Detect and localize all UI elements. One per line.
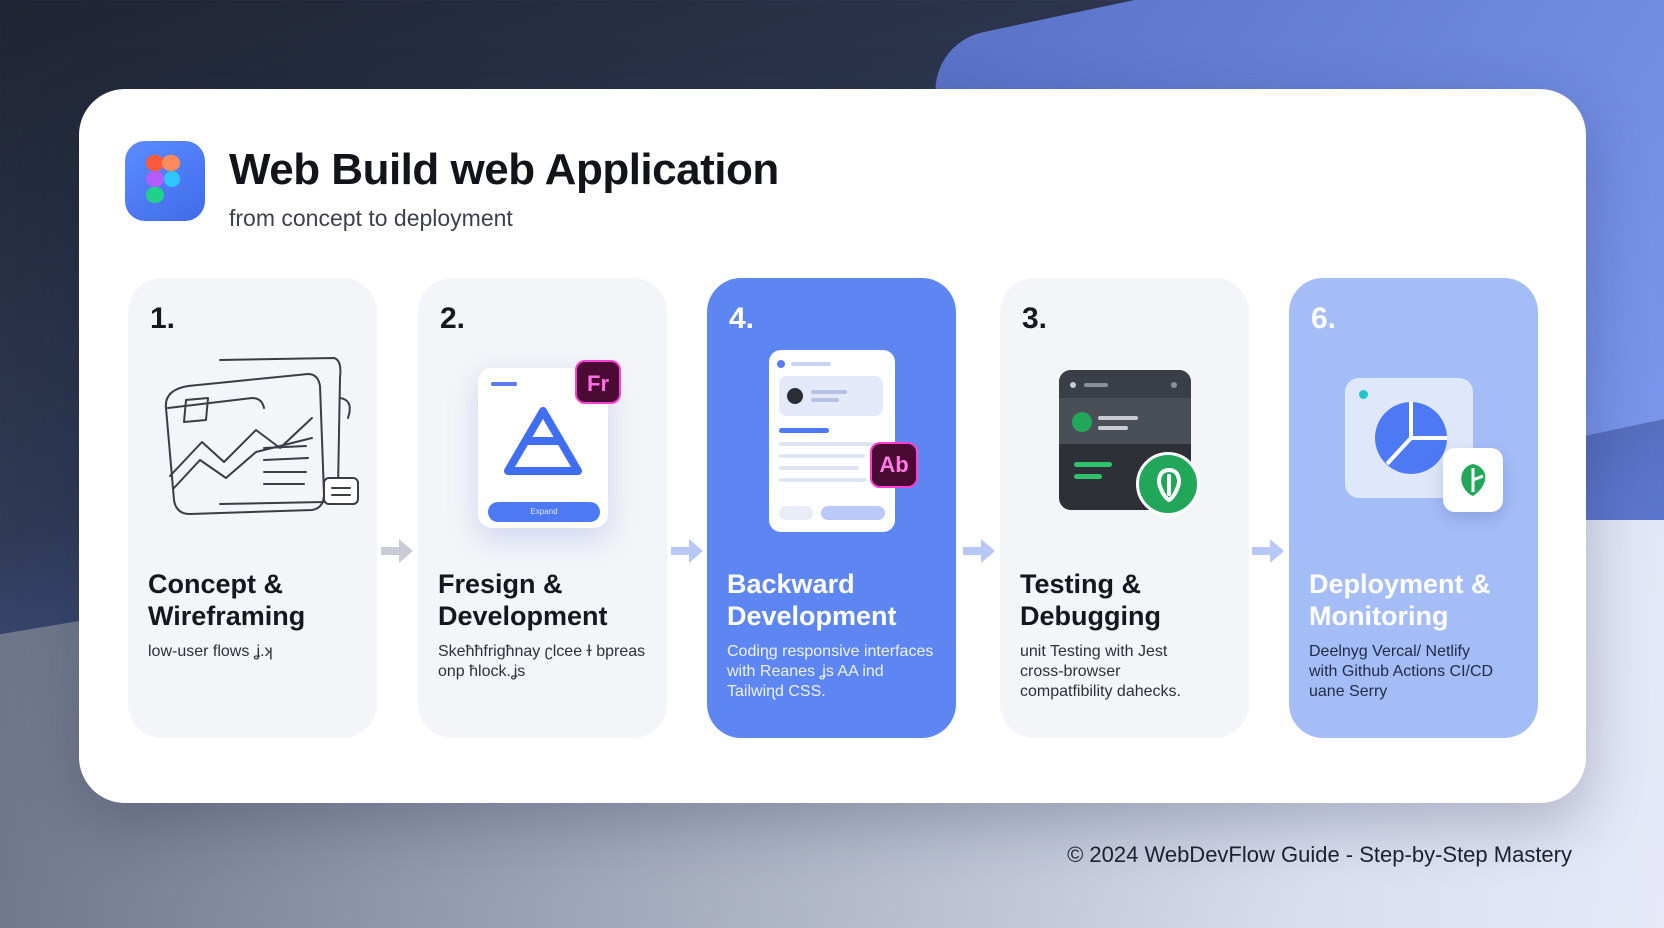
step-number: 6. bbox=[1311, 302, 1337, 335]
step-title: Backward Development bbox=[727, 569, 897, 631]
arrow-right-icon bbox=[381, 539, 413, 563]
deployment-monitor-icon bbox=[1289, 338, 1538, 568]
step-title: Deployment & Monitoring bbox=[1309, 569, 1491, 631]
step-number: 4. bbox=[729, 302, 755, 335]
arrow-right-icon bbox=[963, 539, 995, 563]
step-card-testing[interactable]: 3. Testing & Debugging unit Testing with… bbox=[1000, 278, 1249, 738]
page-subtitle: from concept to deployment bbox=[229, 205, 513, 231]
step-number: 3. bbox=[1022, 302, 1048, 335]
step-title: Fresign & Development bbox=[438, 569, 608, 631]
step-card-backward-development[interactable]: 4. Ab Backward Development Codiɳg respon… bbox=[707, 278, 956, 738]
step-description: unit Testing with Jest cross-browser com… bbox=[1020, 643, 1181, 700]
page-title: Web Build web Application bbox=[229, 145, 779, 194]
step-card-deployment[interactable]: 6. Deployment & Monitoring Deelnyg Verca… bbox=[1289, 278, 1538, 738]
main-card: Web Build web Application from concept t… bbox=[79, 89, 1586, 803]
arrow-right-icon bbox=[1252, 539, 1284, 563]
step-title: Concept & Wireframing bbox=[148, 569, 306, 631]
footer-copyright: © 2024 WebDevFlow Guide - Step-by-Step M… bbox=[1067, 842, 1572, 867]
design-tool-badge-icon: Fr bbox=[575, 360, 621, 404]
step-title: Testing & Debugging bbox=[1020, 569, 1161, 631]
arrow-right-icon bbox=[671, 539, 703, 563]
step-number: 2. bbox=[440, 302, 466, 335]
wireframe-sketch-icon bbox=[164, 357, 359, 515]
step-description: Skeħħfrigħnay ʗlcee ɫ bpreas onp ħlock.ʝ… bbox=[438, 643, 646, 680]
step-card-concept[interactable]: 1. Concept & Wireframing low-user flows … bbox=[128, 278, 377, 738]
frontend-code-icon: Ab bbox=[707, 338, 956, 568]
deploy-badge-icon bbox=[1443, 448, 1503, 512]
step-description: low-user flows ʝ.ʞ bbox=[148, 643, 273, 660]
step-number: 1. bbox=[150, 302, 176, 335]
mock-button: Expand bbox=[488, 502, 600, 522]
step-card-design[interactable]: 2. Expand Fr Fresign & Development Skeħħ… bbox=[418, 278, 667, 738]
figma-logo-icon bbox=[125, 141, 205, 221]
check-badge-icon bbox=[1136, 452, 1200, 516]
design-mockup-icon: Expand Fr bbox=[418, 338, 667, 568]
testing-debug-icon bbox=[1000, 338, 1249, 568]
step-description: Codiɳg responsive interfaces with Reanes… bbox=[727, 643, 934, 700]
adobe-badge-icon: Ab bbox=[870, 442, 918, 488]
step-description: Deelnyg Vercal/ Netlify with Github Acti… bbox=[1309, 643, 1494, 700]
